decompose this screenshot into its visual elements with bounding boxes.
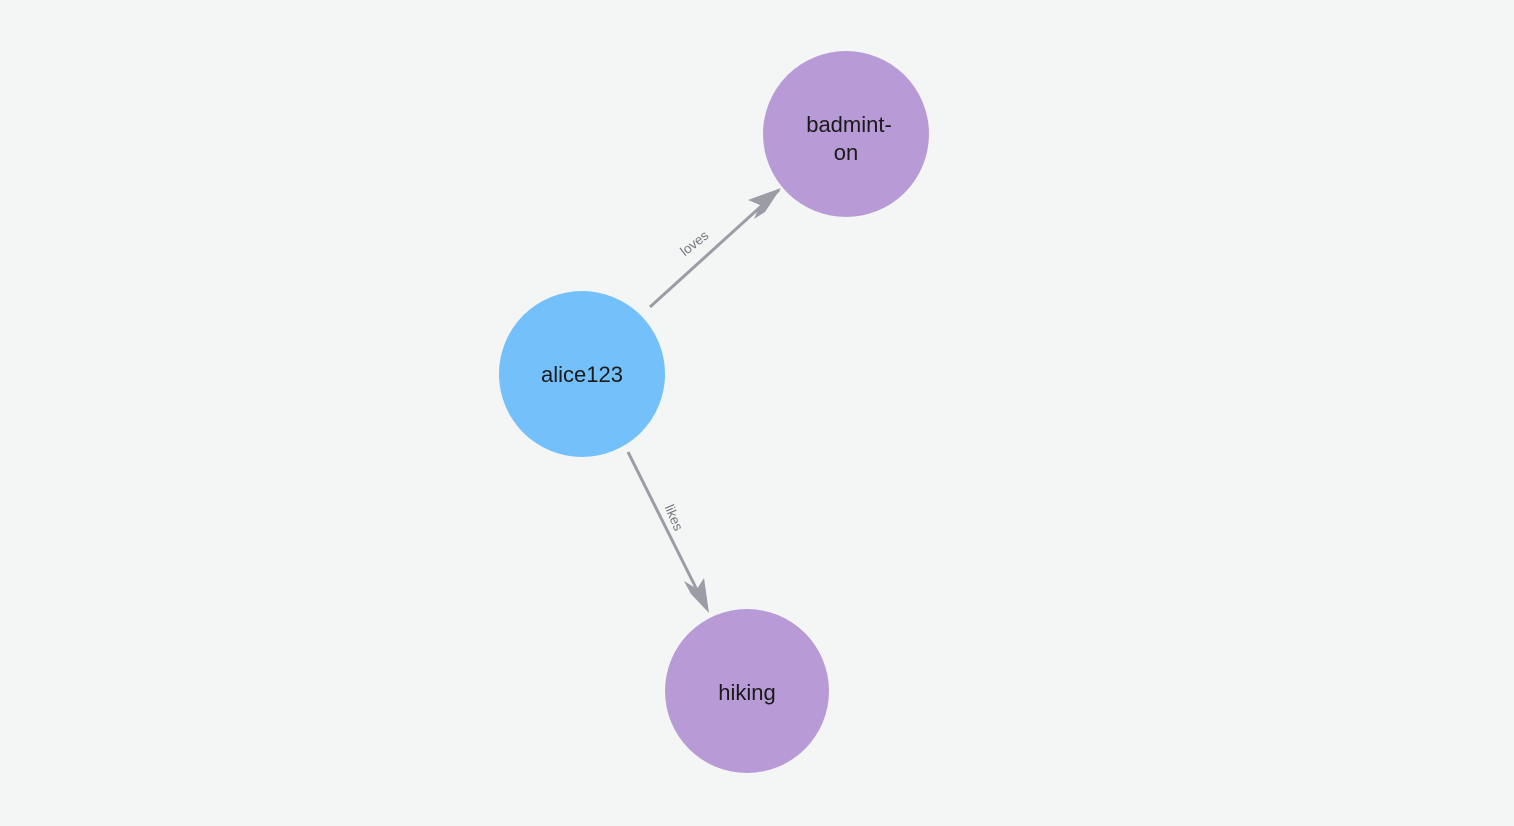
- edge-likes[interactable]: likes: [626, 451, 709, 613]
- node-alice123[interactable]: alice123: [499, 291, 665, 457]
- arrow-head-icon: [748, 188, 781, 219]
- node-circle[interactable]: [499, 291, 665, 457]
- node-badminton[interactable]: badmint- on: [763, 51, 929, 217]
- edge-line[interactable]: [648, 188, 781, 309]
- node-hiking[interactable]: hiking: [665, 609, 829, 773]
- node-circle[interactable]: [763, 51, 929, 217]
- edge-loves[interactable]: loves: [648, 188, 781, 309]
- node-circle[interactable]: [665, 609, 829, 773]
- edge-line[interactable]: [626, 451, 708, 609]
- nodes-layer: alice123 badmint- on hiking: [499, 51, 929, 773]
- arrow-head-icon: [684, 578, 709, 613]
